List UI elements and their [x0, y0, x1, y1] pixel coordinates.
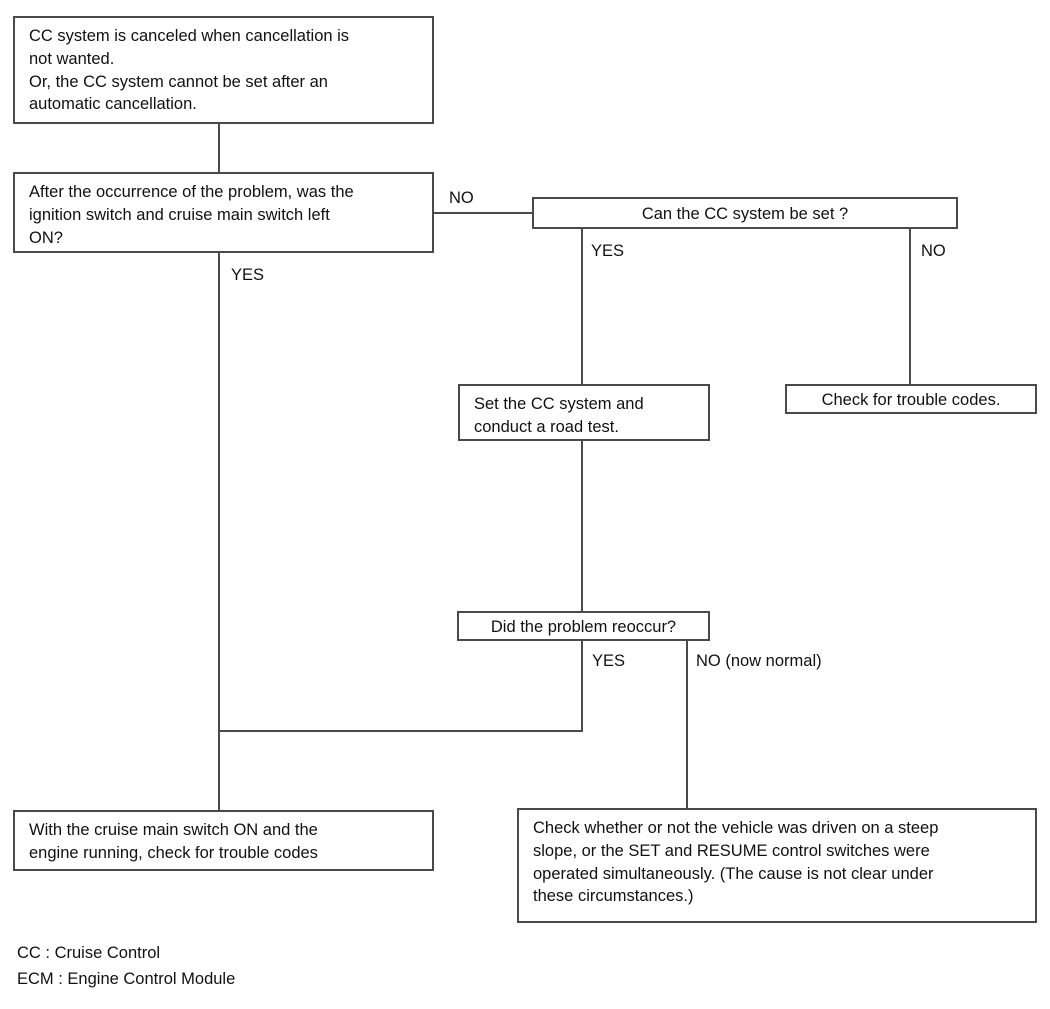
- question-reoccur-line-1: Did the problem reoccur?: [490, 618, 677, 636]
- cruise-on-check-codes-box: With the cruise main switch ON and the e…: [13, 810, 434, 871]
- question-can-set-line-1: Can the CC system be set ?: [641, 205, 849, 223]
- check-steep-slope-line-1: Check whether or not the vehicle was dri…: [533, 819, 939, 837]
- symptom-line-3: Or, the CC system cannot be set after an: [29, 72, 328, 91]
- symptom-box: CC system is canceled when cancellation …: [13, 16, 434, 124]
- check-steep-slope-box: Check whether or not the vehicle was dri…: [517, 808, 1037, 923]
- connector-can-set-yes: [581, 229, 583, 384]
- cruise-on-check-codes-line-1: With the cruise main switch ON and the: [29, 821, 318, 839]
- connector-road-test-to-reoccur: [581, 441, 583, 613]
- question-ignition-line-1: After the occurrence of the problem, was…: [29, 183, 354, 201]
- edge-label-can-set-yes: YES: [591, 242, 625, 260]
- question-ignition-box: After the occurrence of the problem, was…: [13, 172, 434, 253]
- question-reoccur-box: Did the problem reoccur?: [457, 611, 710, 641]
- connector-reoccur-yes-horizontal: [218, 730, 583, 732]
- edge-label-reoccur-yes: YES: [592, 652, 626, 670]
- set-road-test-line-1: Set the CC system and: [474, 395, 644, 413]
- set-road-test-box: Set the CC system and conduct a road tes…: [458, 384, 710, 441]
- question-can-set-box: Can the CC system be set ?: [532, 197, 958, 229]
- question-ignition-line-2: ignition switch and cruise main switch l…: [29, 205, 330, 224]
- cruise-on-check-codes-line-2: engine running, check for trouble codes: [29, 843, 318, 862]
- check-trouble-codes-box: Check for trouble codes.: [785, 384, 1037, 414]
- check-steep-slope-line-2: slope, or the SET and RESUME control swi…: [533, 841, 930, 860]
- edge-label-ignition-yes: YES: [231, 266, 265, 284]
- connector-ignition-no-horizontal: [434, 212, 534, 214]
- question-ignition-line-3: ON?: [29, 228, 63, 247]
- connector-symptom-to-ignition: [218, 124, 220, 174]
- set-road-test-line-2: conduct a road test.: [474, 417, 619, 436]
- symptom-line-2: not wanted.: [29, 49, 115, 68]
- symptom-line-1: CC system is canceled when cancellation …: [29, 27, 350, 45]
- check-steep-slope-line-4: these circumstances.): [533, 887, 694, 906]
- edge-label-reoccur-no: NO (now normal): [696, 652, 822, 670]
- edge-label-ignition-no: NO: [449, 189, 474, 207]
- legend-item-cc: CC : Cruise Control: [17, 944, 161, 962]
- legend-item-ecm: ECM : Engine Control Module: [17, 969, 236, 988]
- legend: CC : Cruise Control ECM : Engine Control…: [17, 941, 235, 992]
- check-trouble-codes-line-1: Check for trouble codes.: [821, 391, 1001, 409]
- edge-label-can-set-no: NO: [921, 242, 946, 260]
- connector-reoccur-no: [686, 639, 688, 809]
- connector-reoccur-yes-vertical: [581, 639, 583, 732]
- connector-ignition-yes-spine: [218, 253, 220, 812]
- check-steep-slope-line-3: operated simultaneously. (The cause is n…: [533, 864, 934, 883]
- connector-can-set-no: [909, 229, 911, 384]
- symptom-line-4: automatic cancellation.: [29, 95, 197, 114]
